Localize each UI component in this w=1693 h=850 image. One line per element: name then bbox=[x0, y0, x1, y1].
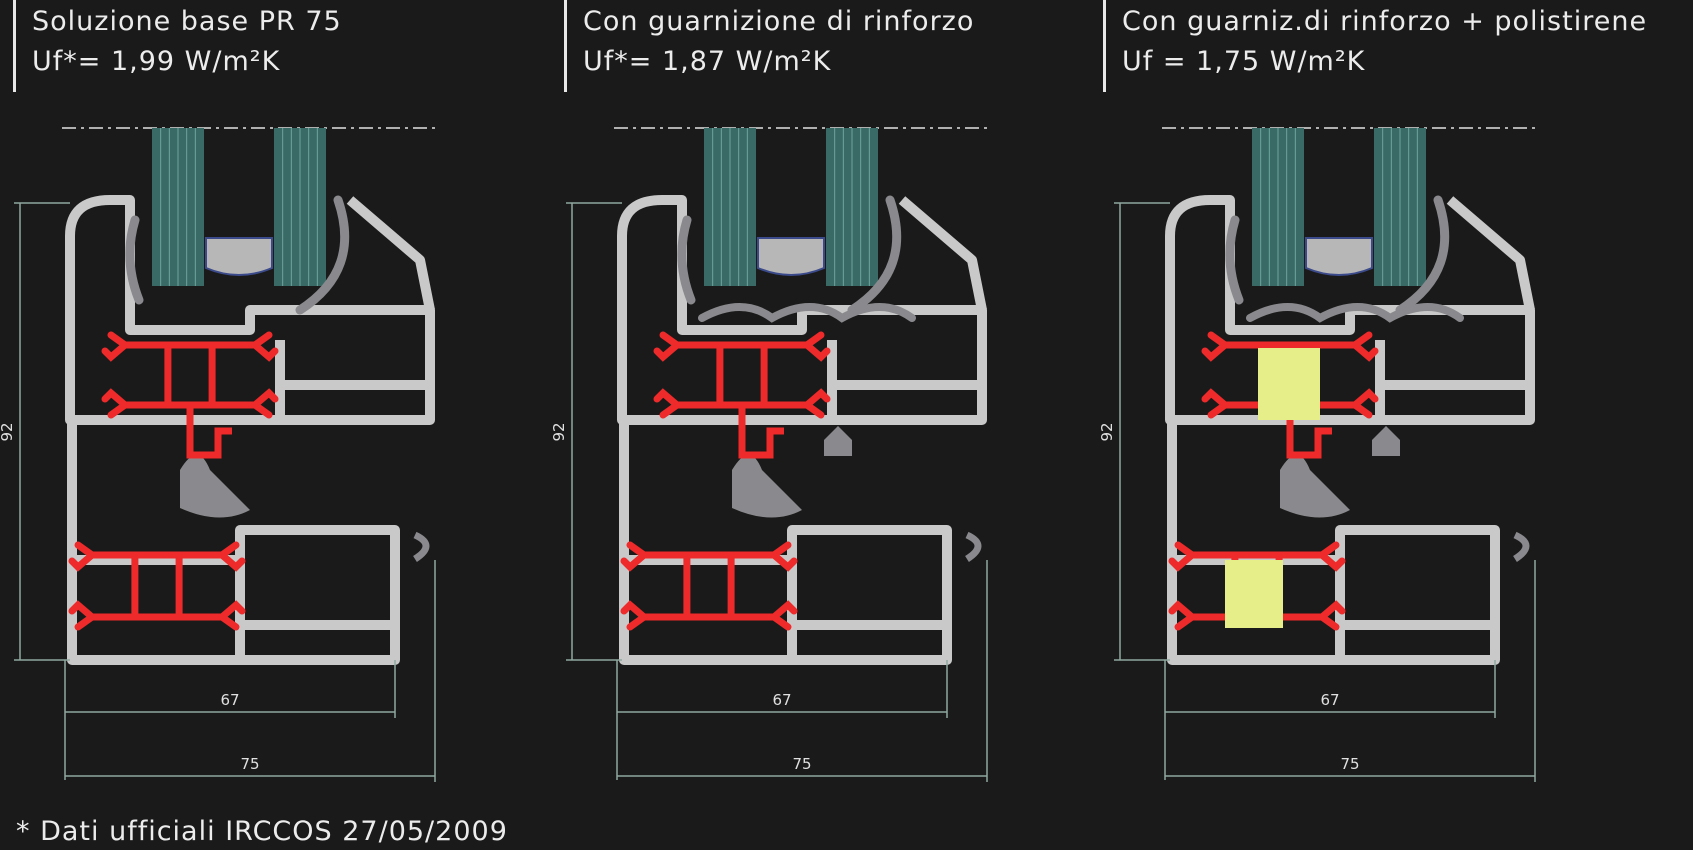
thermal-break-claw bbox=[1207, 401, 1229, 419]
thermal-break-leg bbox=[738, 405, 784, 459]
profile-section-2: 92 67 75 bbox=[550, 127, 992, 782]
thermal-break-claw bbox=[218, 541, 240, 559]
dimension-label-outer-width: 75 bbox=[1340, 755, 1359, 773]
thermal-break-claw bbox=[107, 331, 129, 349]
thermal-break-claw bbox=[74, 541, 96, 559]
thermal-break-leg bbox=[1286, 405, 1332, 459]
footnote: * Dati ufficiali IRCCOS 27/05/2009 bbox=[16, 816, 508, 847]
thermal-break-claw bbox=[218, 613, 240, 631]
thermal-break-claw bbox=[101, 388, 129, 409]
reinforcing-gasket bbox=[1246, 303, 1464, 323]
outer-gasket bbox=[1513, 531, 1530, 562]
thermal-break-claw bbox=[1201, 388, 1229, 409]
thermal-break-claw bbox=[251, 341, 279, 362]
thermal-break-claw bbox=[770, 541, 792, 559]
polystyrene-insert bbox=[1225, 560, 1283, 628]
panel-header-3: Con guarniz.di rinforzo + polistirene Uf… bbox=[1103, 0, 1693, 92]
thermal-break-claw bbox=[68, 551, 96, 572]
glazing-gasket bbox=[125, 195, 350, 315]
glazing-bead bbox=[898, 196, 987, 311]
dimension-label-inner-width: 67 bbox=[220, 691, 239, 709]
reinforcing-gasket bbox=[698, 303, 916, 323]
thermal-break-claw bbox=[1318, 541, 1340, 559]
thermal-break-claw bbox=[1174, 541, 1196, 559]
thermal-break-claw bbox=[626, 541, 648, 559]
glazing-bead bbox=[1446, 196, 1535, 311]
thermal-break-claw bbox=[770, 600, 798, 621]
thermal-break-claw bbox=[74, 613, 96, 631]
dimension-label-height: 92 bbox=[0, 422, 16, 441]
thermal-break-claw bbox=[68, 600, 96, 621]
thermal-break-claw bbox=[1174, 613, 1196, 631]
thermal-break-claw bbox=[659, 331, 681, 349]
panel-uf-value-1: Uf*= 1,99 W/m²K bbox=[32, 46, 281, 77]
profile-section-1: 92 67 75 bbox=[0, 127, 440, 782]
outer-gasket bbox=[413, 531, 430, 562]
glazing-gasket bbox=[677, 195, 902, 315]
glass-spacer bbox=[205, 237, 273, 276]
glass-spacer bbox=[757, 237, 825, 276]
sash-profile bbox=[65, 195, 435, 425]
thermal-break-claw bbox=[251, 331, 273, 349]
thermal-break-claw bbox=[1318, 613, 1340, 631]
thermal-break-claw bbox=[1207, 331, 1229, 349]
dimension-label-height: 92 bbox=[550, 422, 568, 441]
polystyrene-insert bbox=[1258, 348, 1320, 420]
panel-header-2: Con guarnizione di rinforzo Uf*= 1,87 W/… bbox=[564, 0, 1094, 92]
thermal-break-claw bbox=[1351, 388, 1379, 409]
panel-title-1: Soluzione base PR 75 bbox=[32, 6, 342, 37]
thermal-break-claw bbox=[770, 551, 798, 572]
thermal-break-claw bbox=[1318, 551, 1346, 572]
thermal-break-claw bbox=[1201, 341, 1229, 362]
thermal-break-claw bbox=[803, 331, 825, 349]
thermal-break-claw bbox=[1318, 600, 1346, 621]
thermal-break-leg bbox=[186, 405, 232, 459]
thermal-break-claw bbox=[251, 388, 279, 409]
thermal-break-claw bbox=[1351, 341, 1379, 362]
thermal-break-claw bbox=[770, 613, 792, 631]
thermal-break-claw bbox=[107, 401, 129, 419]
reinforcing-gasket-tip bbox=[1372, 426, 1400, 456]
thermal-break-claw bbox=[251, 401, 273, 419]
thermal-break-claw bbox=[1351, 401, 1373, 419]
reinforcing-gasket-tip bbox=[824, 426, 852, 456]
thermal-break-claw bbox=[1168, 551, 1196, 572]
dimension-label-inner-width: 67 bbox=[1320, 691, 1339, 709]
panel-title-2: Con guarnizione di rinforzo bbox=[583, 6, 975, 37]
panel-uf-value-3: Uf = 1,75 W/m²K bbox=[1122, 46, 1366, 77]
profile-section-3: 92 67 75 bbox=[1098, 127, 1540, 782]
center-gasket bbox=[732, 455, 802, 518]
thermal-break-claw bbox=[620, 551, 648, 572]
outer-gasket bbox=[965, 531, 982, 562]
thermal-break-claw bbox=[653, 341, 681, 362]
panel-title-3: Con guarniz.di rinforzo + polistirene bbox=[1122, 6, 1648, 37]
thermal-break-claw bbox=[803, 388, 831, 409]
thermal-break-claw bbox=[1351, 331, 1373, 349]
thermal-break-claw bbox=[101, 341, 129, 362]
thermal-break-claw bbox=[1168, 600, 1196, 621]
thermal-break-claw bbox=[626, 613, 648, 631]
dimension-label-outer-width: 75 bbox=[792, 755, 811, 773]
panel-uf-value-2: Uf*= 1,87 W/m²K bbox=[583, 46, 832, 77]
sash-profile bbox=[617, 195, 987, 425]
panel-header-1: Soluzione base PR 75 Uf*= 1,99 W/m²K bbox=[13, 0, 543, 92]
thermal-break-claw bbox=[218, 600, 246, 621]
thermal-break-claw bbox=[659, 401, 681, 419]
thermal-break-claw bbox=[803, 341, 831, 362]
center-gasket bbox=[180, 455, 250, 518]
center-gasket bbox=[1280, 455, 1350, 518]
glazing-bead bbox=[346, 196, 435, 311]
glazing-gasket bbox=[1225, 195, 1450, 315]
dimension-label-inner-width: 67 bbox=[772, 691, 791, 709]
thermal-break-claw bbox=[218, 551, 246, 572]
dimension-label-outer-width: 75 bbox=[240, 755, 259, 773]
thermal-break-claw bbox=[803, 401, 825, 419]
thermal-break-claw bbox=[653, 388, 681, 409]
sash-profile bbox=[1165, 195, 1535, 425]
thermal-break-claw bbox=[620, 600, 648, 621]
glass-spacer bbox=[1305, 237, 1373, 276]
dimension-label-height: 92 bbox=[1098, 422, 1116, 441]
